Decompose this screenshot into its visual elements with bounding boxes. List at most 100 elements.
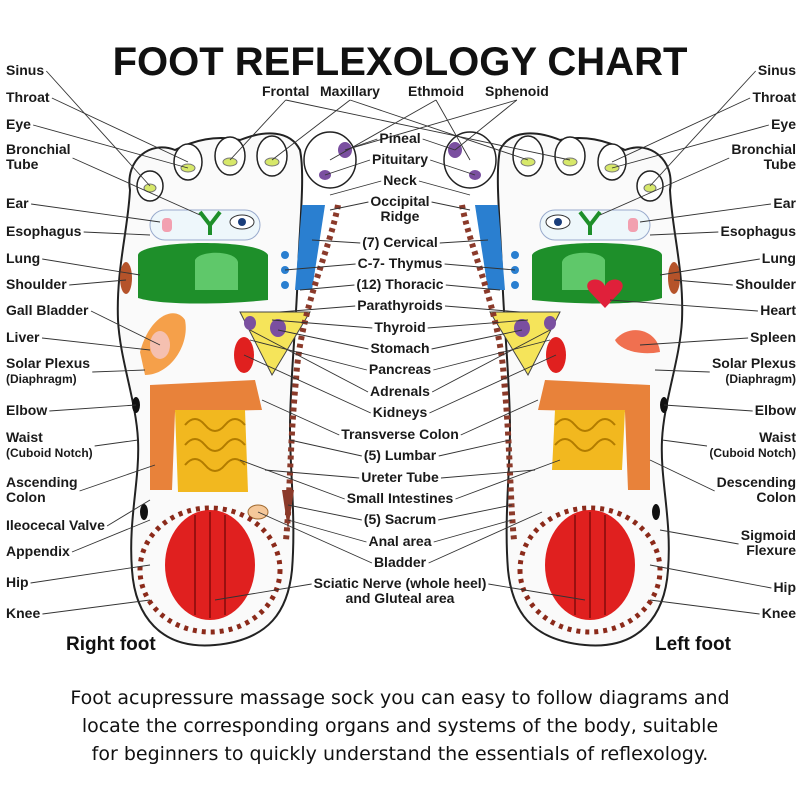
shoulder-mark xyxy=(668,262,680,294)
leader-line xyxy=(271,99,351,161)
leader-line xyxy=(94,439,139,447)
label-line: Sinus xyxy=(6,62,44,78)
label-line: Eye xyxy=(771,116,796,132)
label-line: Ear xyxy=(773,195,796,211)
leader-line xyxy=(444,305,521,313)
leader-line xyxy=(72,157,201,216)
leader-line xyxy=(488,583,586,601)
label-line: Ileocecal Valve xyxy=(6,517,105,533)
label-center-pituitary: Pituitary xyxy=(372,151,428,167)
label-right-foot-eye: Eye xyxy=(6,116,31,132)
label-line: Stomach xyxy=(370,340,429,356)
leader-line xyxy=(71,519,151,553)
leader-line xyxy=(460,399,539,436)
label-line: Sigmoid xyxy=(741,527,796,543)
left-foot xyxy=(443,131,684,647)
adrenal-mark xyxy=(544,316,556,330)
label-left-foot-solar-plexus: Solar Plexus(Diaphragm) xyxy=(712,355,796,386)
label-line: Ear xyxy=(6,195,29,211)
spleen-zone xyxy=(615,330,660,354)
label-center-adrenals: Adrenals xyxy=(370,383,430,399)
label-line: Adrenals xyxy=(370,383,430,399)
toe-left-4 xyxy=(512,135,544,177)
leader-line xyxy=(69,279,127,286)
label-line: Flexure xyxy=(746,542,796,558)
leader-line xyxy=(430,159,476,176)
label-line: Colon xyxy=(6,489,46,505)
leader-line xyxy=(438,439,511,457)
label-line: Tube xyxy=(764,156,797,172)
label-line: Ascending xyxy=(6,474,78,490)
knee-mark xyxy=(652,504,660,520)
label-right-foot-solar-plexus: Solar Plexus(Diaphragm) xyxy=(6,355,90,386)
leader-line xyxy=(439,239,489,244)
leader-line xyxy=(324,159,371,176)
leader-line xyxy=(264,469,360,479)
leader-line xyxy=(429,354,557,414)
label-center-c-7-thymus: C-7- Thymus xyxy=(358,255,443,271)
label-line: Throat xyxy=(6,89,50,105)
chart-title: FOOT REFLEXOLOGY CHART xyxy=(113,40,688,84)
label-left-foot-lung: Lung xyxy=(762,250,796,266)
label-line: Pineal xyxy=(379,130,420,146)
label-center-thyroid: Thyroid xyxy=(374,319,425,335)
caption-line: Foot acupressure massage sock you can ea… xyxy=(70,687,730,709)
leader-line xyxy=(422,138,456,151)
label-line: (Diaphragm) xyxy=(6,372,77,386)
leader-line xyxy=(285,99,571,161)
label-center-pineal: Pineal xyxy=(379,130,420,146)
label-right-foot-ileocecal-valve: Ileocecal Valve xyxy=(6,517,105,533)
leader-line xyxy=(455,459,561,500)
leader-line xyxy=(329,180,382,196)
heel-outer xyxy=(137,505,283,635)
label-line: Waist xyxy=(759,429,796,445)
knee-mark xyxy=(140,504,148,520)
label-top-frontal: Frontal xyxy=(262,83,309,99)
label-line: Lung xyxy=(6,250,40,266)
leader-line xyxy=(79,464,156,492)
leader-line xyxy=(438,504,513,521)
leader-line xyxy=(42,599,151,615)
leader-line xyxy=(279,305,356,313)
leader-line xyxy=(214,583,312,601)
left-foot-label: Left foot xyxy=(655,634,732,655)
label-center-transverse-colon: Transverse Colon xyxy=(341,426,459,442)
bronchial-icon xyxy=(578,210,602,235)
leader-line xyxy=(349,99,529,161)
label-line: Anal area xyxy=(368,533,431,549)
intestine-coils xyxy=(554,418,616,452)
ascending-colon-zone xyxy=(150,380,262,490)
label-line: Transverse Colon xyxy=(341,426,459,442)
label-line: Descending xyxy=(717,474,796,490)
leader-line xyxy=(649,564,772,589)
label-line: Sciatic Nerve (whole heel) xyxy=(314,575,487,591)
label-right-foot-gall-bladder: Gall Bladder xyxy=(6,302,89,318)
leader-line xyxy=(428,511,543,564)
leader-line xyxy=(249,329,369,393)
sacrum-mark xyxy=(282,490,294,530)
label-left-foot-hip: Hip xyxy=(773,579,796,595)
right-foot xyxy=(116,131,357,647)
label-line: Knee xyxy=(6,605,40,621)
leader-line xyxy=(289,439,362,457)
label-right-foot-sinus: Sinus xyxy=(6,62,44,78)
label-line: Liver xyxy=(6,329,40,345)
leader-line xyxy=(445,284,501,291)
toe-right-3 xyxy=(214,136,246,176)
label-left-foot-ear: Ear xyxy=(773,195,796,211)
label-line: (Diaphragm) xyxy=(725,372,796,386)
label-right-foot-appendix: Appendix xyxy=(6,543,70,559)
lung-inner xyxy=(195,252,238,290)
label-left-foot-spleen: Spleen xyxy=(750,329,796,345)
leader-line xyxy=(435,99,471,161)
leader-line xyxy=(654,369,710,373)
sinus-mark xyxy=(520,157,536,167)
leader-line xyxy=(673,279,733,286)
